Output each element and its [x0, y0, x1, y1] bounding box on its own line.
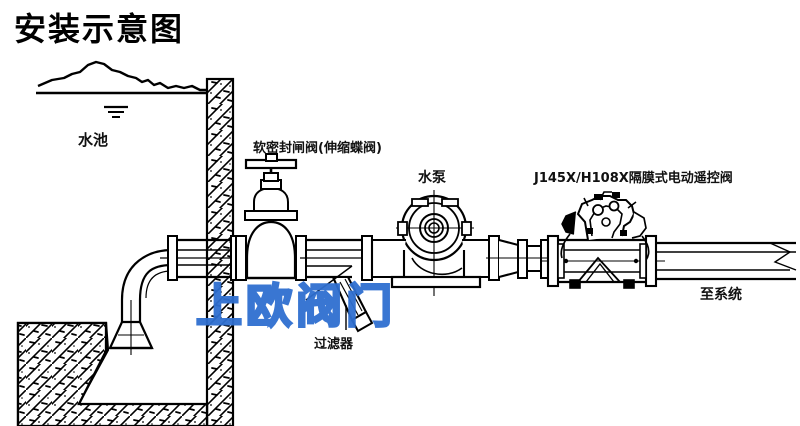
- control-valve-label: J145X/H108X隔膜式电动遥控阀: [533, 170, 733, 186]
- pipe-break-symbol: [769, 242, 797, 271]
- pipe-valve-to-pump: [300, 235, 380, 281]
- concrete-wall: [205, 77, 235, 426]
- strainer-label: 过滤器: [314, 336, 354, 352]
- pool-label: 水池: [78, 131, 108, 149]
- flange: [361, 235, 373, 281]
- centrifugal-pump: [370, 190, 498, 296]
- elbow-outer-arc: [120, 248, 173, 301]
- gate-valve-label: 软密封闸阀(伸缩蝶阀): [253, 140, 382, 156]
- diaphragm-control-valve: [540, 191, 665, 289]
- pump-baseplate: [390, 275, 482, 289]
- to-system-label: 至系统: [700, 286, 742, 303]
- y-strainer: [305, 265, 374, 333]
- outlet-pipe: [656, 241, 797, 281]
- flange: [167, 235, 178, 281]
- watermark-text: 上欧阀门: [196, 279, 396, 333]
- pool-floor-outline: [16, 321, 209, 426]
- water-level-symbol: [104, 105, 128, 118]
- terrain-line: [37, 60, 210, 92]
- pipe-pump-to-control-valve: [486, 235, 560, 281]
- suction-pipe-assembly: [108, 248, 173, 355]
- page-title: 安装示意图: [14, 10, 184, 48]
- gate-valve: [235, 153, 307, 281]
- pump-label: 水泵: [418, 169, 446, 186]
- valve-pilot-assembly: [560, 191, 650, 261]
- flange: [517, 239, 528, 279]
- water-pool-group: 水池: [36, 60, 210, 149]
